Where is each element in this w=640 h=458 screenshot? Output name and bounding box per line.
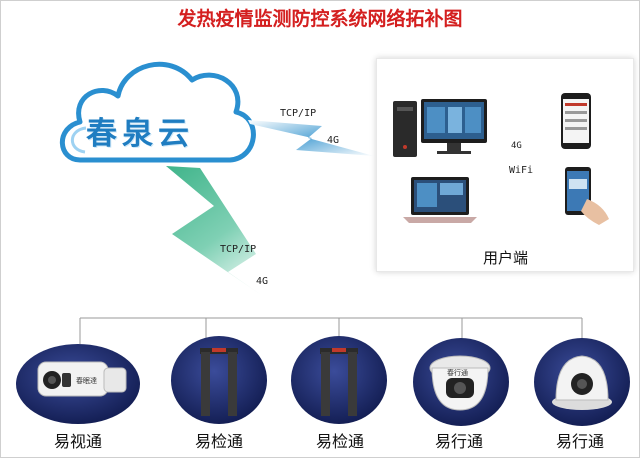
dome-camera-icon	[552, 355, 612, 410]
walkthrough-gate-icon	[320, 348, 358, 416]
device-label-3: 易检通	[315, 432, 364, 451]
cloud-icon	[59, 61, 256, 163]
device-1-badge: 春眠達	[76, 376, 97, 385]
walkthrough-gate-icon	[200, 348, 238, 416]
link-network-devices: 4G	[256, 276, 269, 287]
cloud-label: 春泉云	[86, 116, 194, 152]
device-label-1: 易视通	[53, 432, 102, 451]
turret-camera-icon: 春行通	[429, 355, 491, 411]
phone-in-hand-icon	[565, 167, 609, 225]
monitor-icon	[421, 99, 487, 154]
device-oval-3	[291, 336, 387, 424]
device-4-badge: 春行通	[447, 368, 468, 377]
user-terminal-panel: 4G WiFi 用户端	[376, 58, 634, 272]
device-label-4: 易行通	[434, 432, 483, 451]
thermal-bullet-camera-icon: 春眠達	[37, 361, 127, 397]
device-label-2: 易检通	[194, 432, 243, 451]
link-network-user: 4G	[327, 135, 340, 146]
smartphone-icon	[561, 93, 591, 149]
user-4g-label: 4G	[511, 141, 522, 151]
pc-tower-icon	[393, 101, 417, 157]
laptop-icon	[403, 177, 477, 223]
link-protocol-devices: TCP/IP	[220, 244, 257, 255]
link-protocol-user: TCP/IP	[280, 108, 317, 119]
link-bolt-cloud-devices	[166, 166, 286, 312]
device-oval-2	[171, 336, 267, 424]
diagram-title: 发热疫情监测防控系统网络拓补图	[177, 8, 463, 30]
link-bolt-cloud-user	[248, 120, 374, 156]
user-wifi-label: WiFi	[509, 165, 534, 176]
user-terminal-label: 用户端	[483, 249, 529, 267]
device-label-5: 易行通	[555, 432, 604, 451]
